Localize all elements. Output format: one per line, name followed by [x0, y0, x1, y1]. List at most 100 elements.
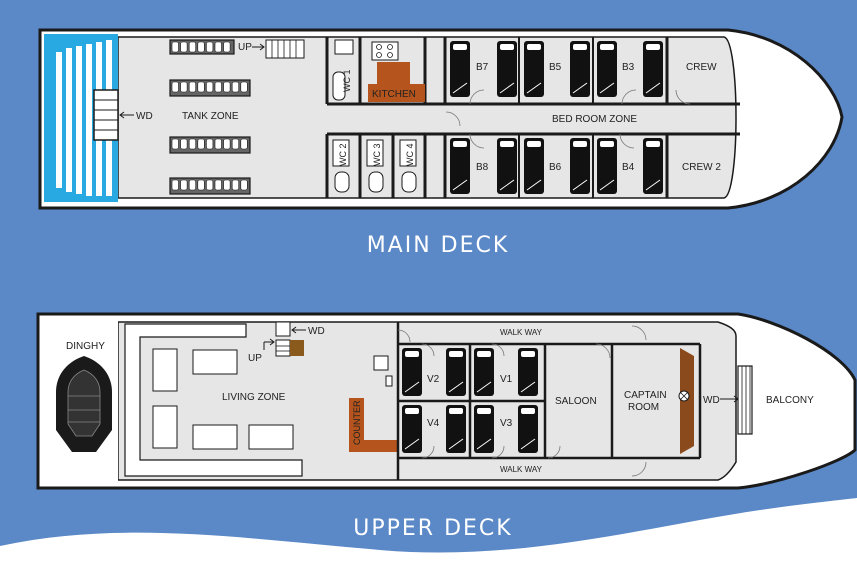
- tank-zone-label: TANK ZONE: [182, 111, 239, 122]
- tank-cell: [231, 179, 239, 191]
- main-cabin-dividers: [518, 37, 594, 198]
- bed: [474, 405, 494, 453]
- wc2-label: WC 2: [338, 144, 348, 167]
- bed: [497, 41, 517, 97]
- walk-way-bottom-label: WALK WAY: [500, 465, 543, 474]
- tank-cell: [180, 138, 188, 150]
- main-deck: WD UP TANK ZONE: [38, 28, 844, 258]
- bed: [597, 138, 617, 194]
- tank-cell: [223, 179, 231, 191]
- dinghy-label: DINGHY: [66, 341, 105, 352]
- tank-cell: [214, 81, 222, 93]
- upper-deck-doors: [397, 325, 647, 477]
- kitchen-counter: [368, 62, 425, 102]
- counter-chair: [373, 355, 393, 387]
- counter-label: COUNTER: [352, 400, 362, 445]
- crew2-label: CREW 2: [682, 162, 721, 173]
- dinghy-boat: [56, 356, 112, 452]
- upper-deck-beds: [402, 348, 538, 453]
- tank-cell: [171, 179, 179, 191]
- upper-wd-right-label: WD: [703, 395, 720, 406]
- tank-cell: [240, 81, 248, 93]
- saloon-label: SALOON: [555, 396, 597, 407]
- captain-room-label-line2: ROOM: [628, 402, 659, 413]
- b6-label: B6: [549, 162, 562, 173]
- tank-cells: [171, 41, 248, 191]
- helm-console: [680, 348, 694, 454]
- captain-room-label-line1: CAPTAIN: [624, 390, 667, 401]
- tank-cell: [223, 81, 231, 93]
- v4-label: V4: [427, 418, 440, 429]
- main-deck-stern-steps: [93, 89, 119, 141]
- kitchen-label: KITCHEN: [372, 89, 416, 100]
- tank-cell: [206, 41, 214, 53]
- main-deck-stairs: [265, 39, 305, 59]
- bed: [446, 348, 466, 396]
- main-deck-beds: [450, 41, 663, 194]
- tank-cell: [206, 138, 214, 150]
- b8-label: B8: [476, 162, 489, 173]
- tank-cell: [240, 138, 248, 150]
- tank-cell: [223, 41, 231, 53]
- main-deck-walls: [325, 37, 740, 198]
- tank-cell: [214, 138, 222, 150]
- upper-deck-stairs: [275, 321, 304, 357]
- upper-deck: DINGHY LIVING ZONE WD UP: [36, 312, 857, 541]
- bed: [518, 405, 538, 453]
- wd-arrow: [119, 111, 134, 119]
- bed: [643, 41, 663, 97]
- crew-label: CREW: [686, 62, 717, 73]
- tank-cell: [206, 179, 214, 191]
- tank-cell: [240, 179, 248, 191]
- living-zone-furniture: [152, 348, 294, 450]
- upper-up-label: UP: [248, 353, 262, 364]
- tank-cell: [171, 138, 179, 150]
- wc3-label: WC 3: [372, 144, 382, 167]
- main-deck-title: MAIN DECK: [367, 233, 510, 258]
- tank-cell: [197, 81, 205, 93]
- bed: [524, 138, 544, 194]
- tank-cell: [206, 81, 214, 93]
- bed: [643, 138, 663, 194]
- bed: [518, 348, 538, 396]
- tank-cell: [188, 41, 196, 53]
- tank-cell: [171, 41, 179, 53]
- tank-cell: [223, 138, 231, 150]
- upper-up-arrow: [263, 338, 275, 350]
- tank-cell: [214, 179, 222, 191]
- v2-label: V2: [427, 374, 440, 385]
- bed: [450, 138, 470, 194]
- upper-wd-top-label: WD: [308, 326, 325, 337]
- main-up-label: UP: [238, 42, 252, 53]
- upper-deck-walls: [396, 322, 702, 480]
- tank-cell: [180, 81, 188, 93]
- wc-lower-fixtures: [332, 139, 417, 193]
- wc1-label: WC 1: [342, 70, 352, 93]
- tank-cell: [188, 179, 196, 191]
- balcony-label: BALCONY: [766, 395, 814, 406]
- tank-cell: [231, 81, 239, 93]
- bed: [402, 405, 422, 453]
- tank-cell: [197, 138, 205, 150]
- bed: [524, 41, 544, 97]
- up-arrow: [252, 43, 265, 51]
- upper-wd-arrow: [291, 326, 306, 334]
- balcony-steps: [737, 365, 753, 435]
- bed: [402, 348, 422, 396]
- bed: [450, 41, 470, 97]
- bed: [597, 41, 617, 97]
- wc1-fixtures: [332, 39, 354, 101]
- b3-label: B3: [622, 62, 635, 73]
- bed: [570, 41, 590, 97]
- tank-cell: [214, 41, 222, 53]
- v3-label: V3: [500, 418, 513, 429]
- b5-label: B5: [549, 62, 562, 73]
- tank-cell: [171, 81, 179, 93]
- counter-shape: [349, 398, 398, 452]
- tank-cell: [180, 179, 188, 191]
- living-zone-frame: [124, 323, 303, 477]
- bed: [446, 405, 466, 453]
- wc4-label: WC 4: [405, 144, 415, 167]
- tank-cell: [180, 41, 188, 53]
